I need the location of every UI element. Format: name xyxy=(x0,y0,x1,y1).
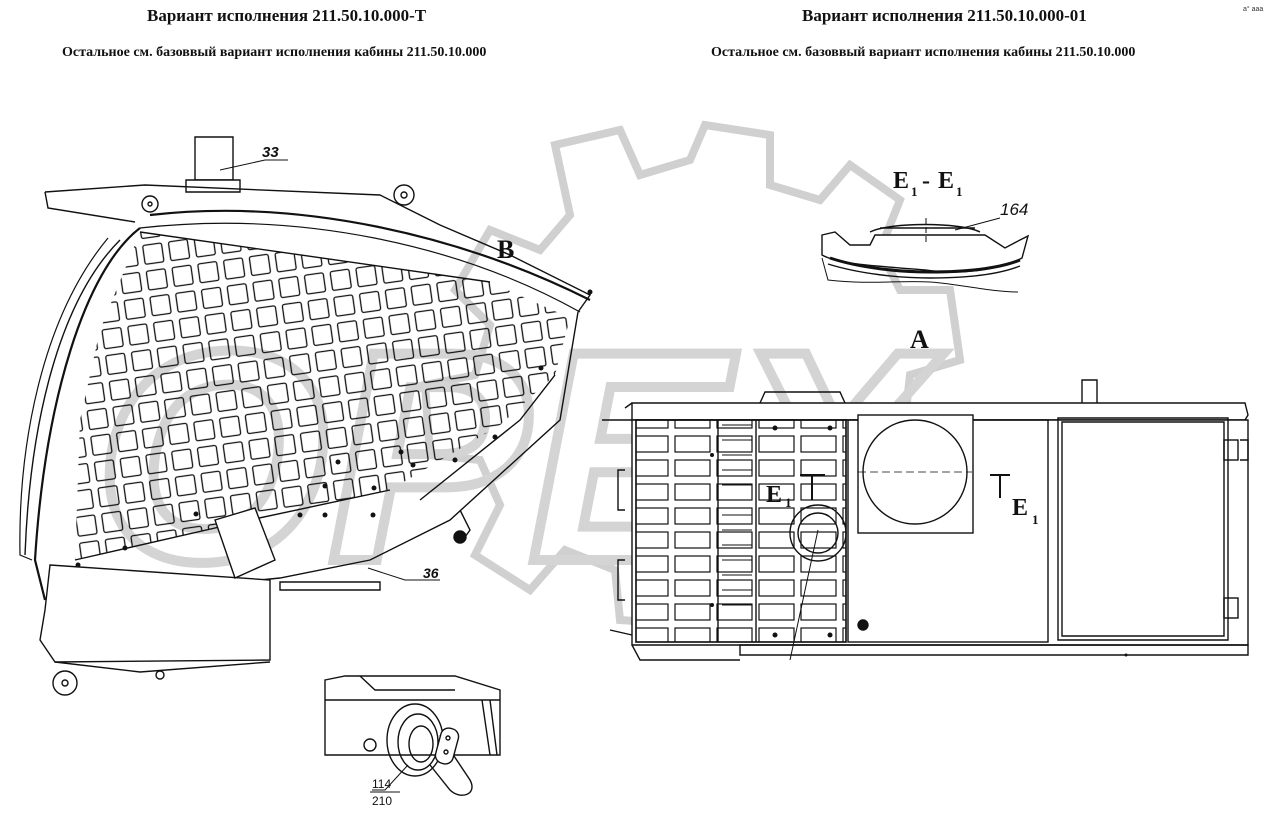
left-title: Вариант исполнения 211.50.10.000-Т xyxy=(147,6,427,25)
section-e1-view xyxy=(821,217,1030,293)
callout-36: 36 xyxy=(423,565,439,581)
corner-note: а° ааа xyxy=(1243,6,1264,13)
view-label-b: B xyxy=(497,235,514,264)
section-mark-left-sub: 1 xyxy=(785,495,792,510)
side-panel xyxy=(214,507,276,579)
roof-grille xyxy=(635,419,847,643)
section-title-sub2: 1 xyxy=(956,184,963,199)
left-subtitle: Остальное см. базоввый вариант исполнени… xyxy=(62,45,487,60)
section-title-e2: E xyxy=(938,168,954,194)
callout-114: 114 xyxy=(372,777,391,791)
section-mark-left: E xyxy=(766,482,782,508)
section-title-sub1: 1 xyxy=(911,184,918,199)
callout-210: 210 xyxy=(372,794,392,808)
callout-164: 164 xyxy=(1000,200,1028,219)
right-subtitle: Остальное см. базоввый вариант исполнени… xyxy=(711,45,1136,60)
section-title-e: E xyxy=(893,168,909,194)
roof-top-view xyxy=(602,379,1249,661)
view-label-a: A xyxy=(910,325,929,354)
section-mark-right-sub: 1 xyxy=(1032,512,1039,527)
left-cab-view xyxy=(19,136,593,696)
handle-detail xyxy=(324,675,501,796)
section-mark-right: E xyxy=(1012,495,1028,521)
callout-33: 33 xyxy=(262,144,279,161)
exhaust-pipe xyxy=(194,136,234,181)
right-title: Вариант исполнения 211.50.10.000-01 xyxy=(802,6,1087,25)
section-title-dash: - xyxy=(922,168,930,194)
